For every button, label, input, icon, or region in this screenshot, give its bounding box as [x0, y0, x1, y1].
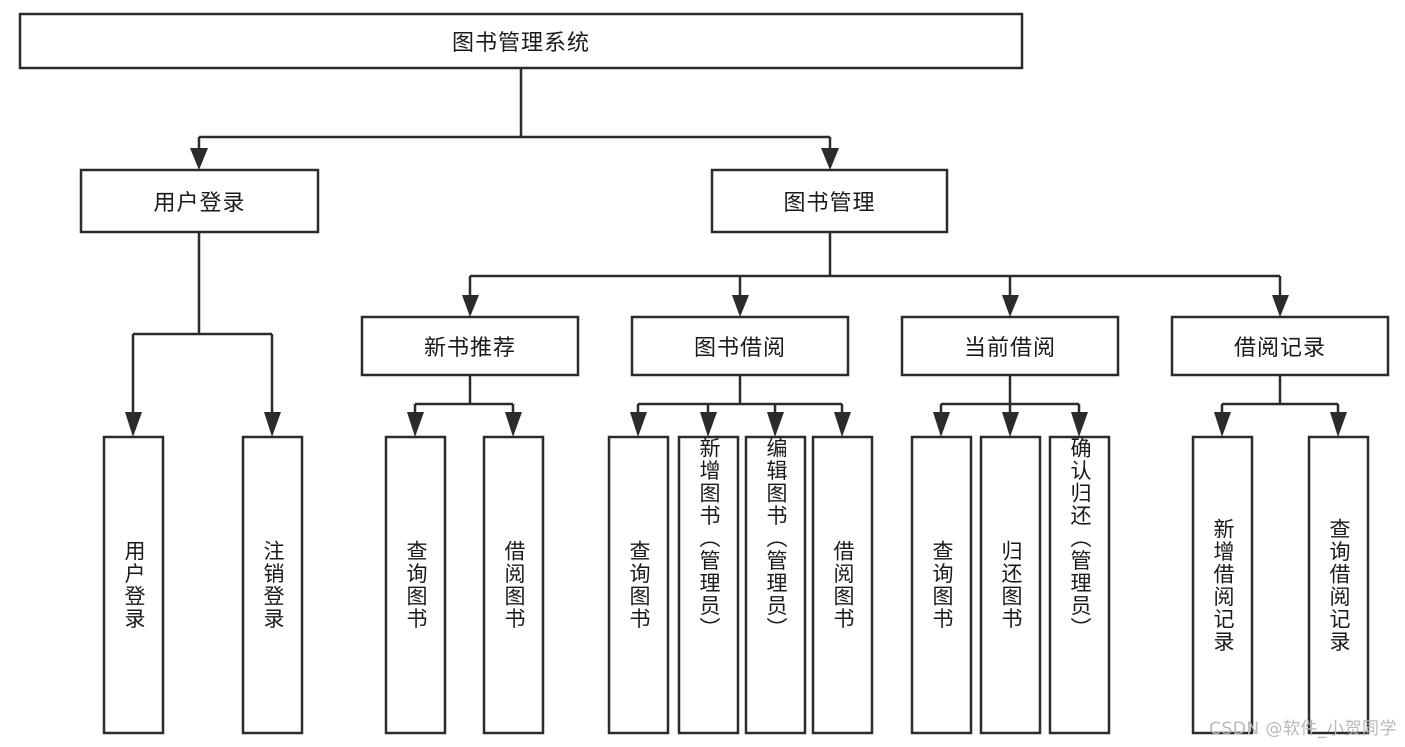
arrow-bm-to-borrow-record — [1272, 295, 1289, 317]
arrow-br-leaf-1 — [1214, 412, 1231, 437]
arrow-cb-leaf-1 — [933, 412, 950, 437]
arrow-cb-leaf-2 — [1002, 412, 1019, 437]
arrow-root-to-user-login — [190, 148, 208, 170]
arrow-nbr-leaf-1 — [407, 412, 424, 437]
arrow-root-to-book-manage — [821, 148, 839, 170]
node-book-manage-box[interactable] — [710, 168, 949, 234]
arrow-bm-to-new-book — [462, 295, 479, 317]
arrow-user-login-leaf-1 — [125, 412, 142, 437]
node-leaf-add-book-box[interactable] — [677, 435, 740, 735]
node-borrow-record-box[interactable] — [1170, 315, 1390, 377]
node-leaf-query-book-3-box[interactable] — [910, 435, 973, 735]
node-current-borrow-box[interactable] — [900, 315, 1120, 377]
node-leaf-query-book-1-box[interactable] — [384, 435, 447, 735]
arrow-bb-leaf-3 — [767, 412, 784, 437]
arrow-br-leaf-2 — [1330, 412, 1347, 437]
arrow-bb-leaf-2 — [700, 412, 717, 437]
arrow-bm-to-book-borrow — [732, 295, 749, 317]
node-root-box[interactable] — [18, 12, 1024, 70]
arrow-bb-leaf-1 — [630, 412, 647, 437]
node-user-login-box[interactable] — [79, 168, 320, 234]
arrow-user-login-leaf-2 — [264, 412, 281, 437]
node-leaf-confirm-return-box[interactable] — [1048, 435, 1111, 735]
node-leaf-borrow-book-1-box[interactable] — [482, 435, 545, 735]
node-leaf-user-login-box[interactable] — [102, 435, 165, 735]
node-book-borrow-box[interactable] — [630, 315, 850, 377]
arrow-bb-leaf-4 — [834, 412, 851, 437]
node-leaf-return-book-box[interactable] — [979, 435, 1042, 735]
node-leaf-query-book-2-box[interactable] — [607, 435, 670, 735]
node-leaf-logout-box[interactable] — [241, 435, 304, 735]
arrow-cb-leaf-3 — [1071, 412, 1088, 437]
arrow-bm-to-current-borrow — [1002, 295, 1019, 317]
arrow-nbr-leaf-2 — [505, 412, 522, 437]
node-new-book-rec-box[interactable] — [360, 315, 580, 377]
node-leaf-borrow-book-2-box[interactable] — [811, 435, 874, 735]
node-leaf-add-record-box[interactable] — [1191, 435, 1254, 735]
csdn-watermark: CSDN @软件_小贺同学 — [1209, 719, 1397, 739]
node-leaf-query-record-box[interactable] — [1307, 435, 1370, 735]
node-leaf-edit-book-box[interactable] — [744, 435, 807, 735]
